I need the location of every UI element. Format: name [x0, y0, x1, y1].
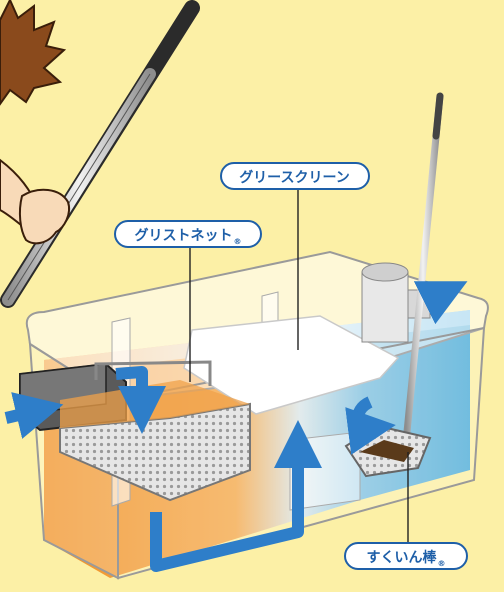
inflow-arrow: [4, 392, 64, 439]
hair: [0, 0, 67, 106]
hand: [18, 188, 70, 245]
grease-screen-label: グリースクリーン: [220, 162, 370, 190]
grist-net-label-mark: ®: [233, 236, 242, 246]
leader-lines: [189, 190, 409, 544]
handle-pole: [0, 0, 200, 308]
grist-net-label: グリストネット®: [114, 220, 262, 248]
bottom-u-flow-arrow: [150, 420, 322, 572]
grist-net-label-text: グリストネット: [134, 228, 233, 244]
grease-screen-sheet: [183, 315, 400, 415]
sukuin-rod-label-mark: ®: [437, 558, 446, 568]
grease-screen-label-text: グリースクリーン: [239, 170, 350, 186]
rise-curl-arrow: [345, 396, 396, 455]
sukuin-rod-label-text: すくいん棒: [366, 550, 437, 566]
down-arrow-net: [115, 366, 166, 434]
sukuin-rod-label: すくいん棒®: [344, 542, 468, 570]
flow-arrows: [4, 281, 468, 572]
outflow-arrow: [413, 281, 468, 325]
